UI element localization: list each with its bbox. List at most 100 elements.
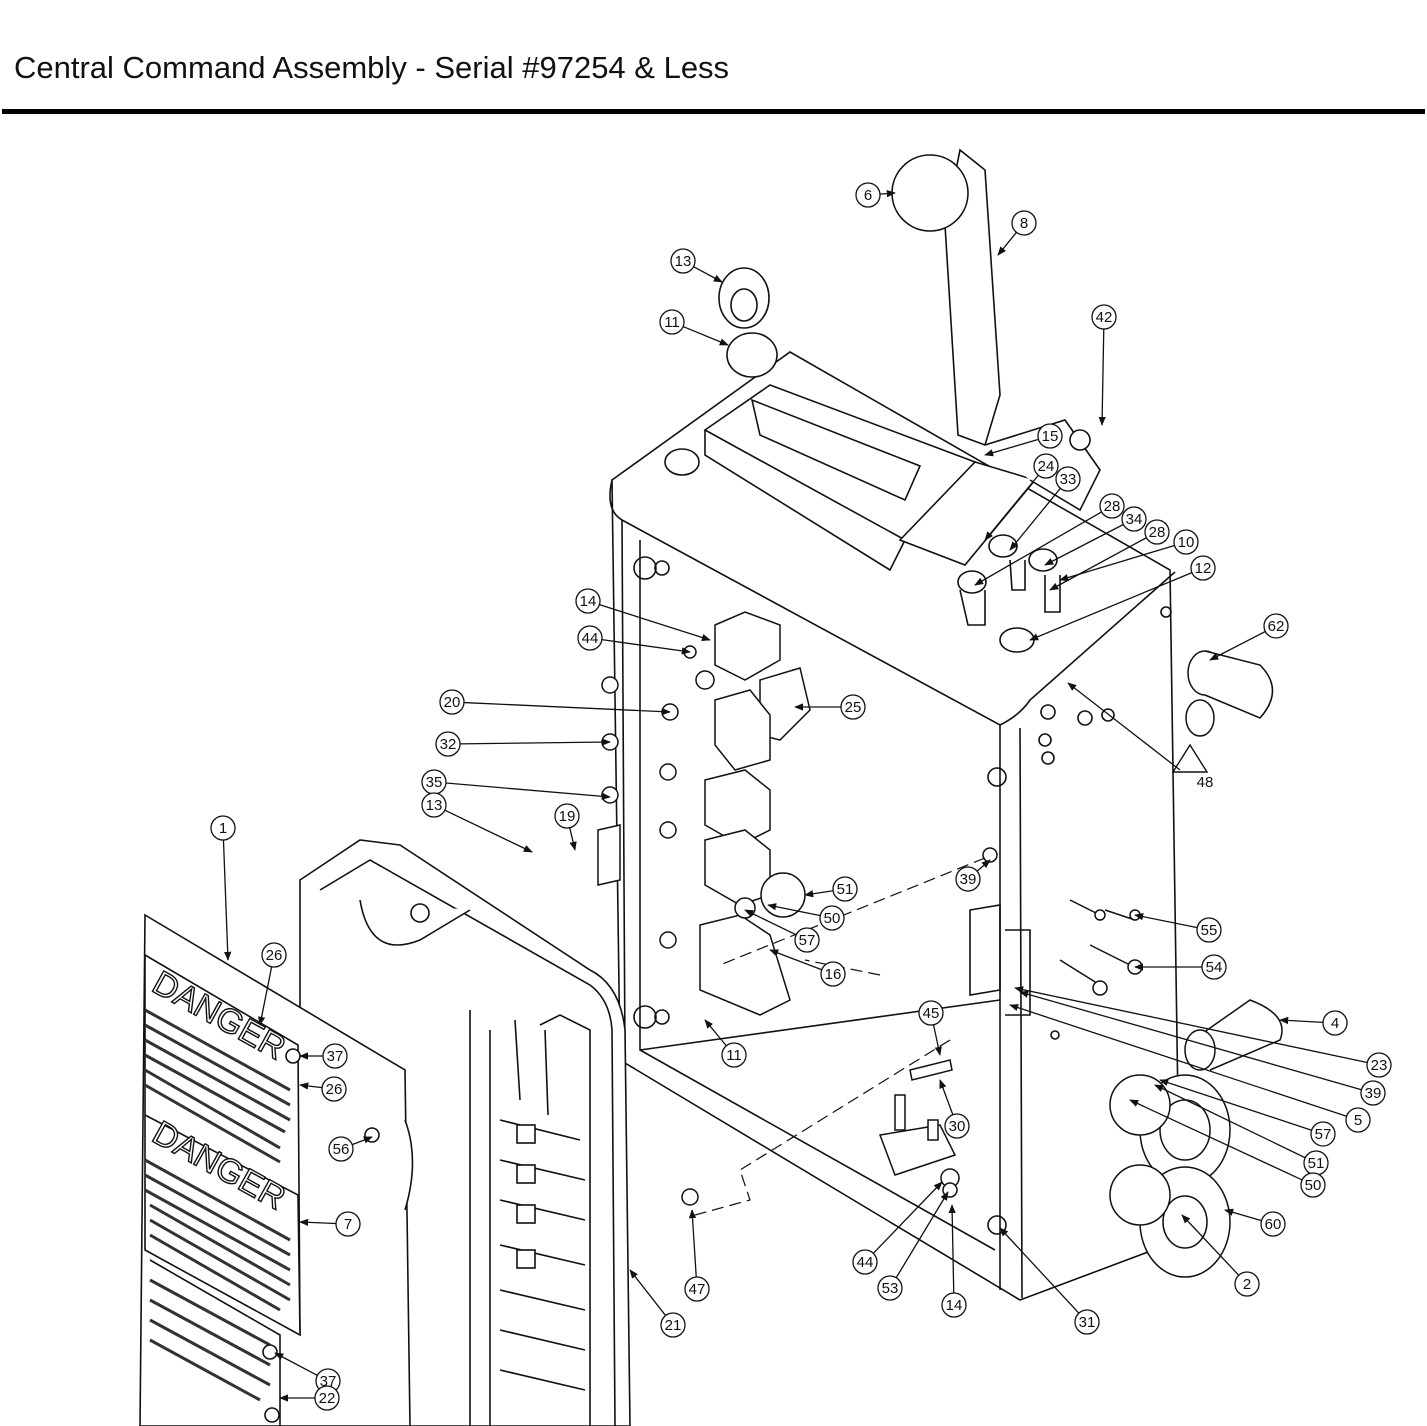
callout-circle [794, 927, 820, 953]
callout-c32: 32 [435, 731, 611, 757]
callout-c55: 55 [1134, 913, 1222, 943]
leader-line [222, 839, 232, 961]
warning-leader-line [1067, 682, 1181, 771]
leader-line [1159, 1079, 1312, 1131]
callout-c13a: 13 [670, 248, 723, 283]
callout-number: 14 [946, 1297, 963, 1314]
callout-c23: 23 [1014, 986, 1392, 1078]
callout-c45: 45 [918, 1000, 944, 1056]
callout-c19: 19 [554, 803, 580, 851]
callout-c22: 22 [279, 1385, 340, 1411]
callout-number: 34 [1126, 511, 1143, 528]
callout-number: 10 [1178, 534, 1195, 551]
callout-number: 12 [1195, 560, 1212, 577]
callout-c34: 34 [1044, 506, 1147, 566]
callout-c31: 31 [999, 1227, 1100, 1335]
callout-number: 26 [266, 947, 283, 964]
callout-circle [1037, 423, 1063, 449]
callout-number: 39 [1365, 1085, 1382, 1102]
callout-number: 31 [1079, 1314, 1096, 1331]
callout-c7: 7 [299, 1211, 361, 1237]
callout-c51b: 51 [1154, 1084, 1329, 1176]
callout-circle [1300, 1172, 1326, 1198]
callout-circle [1234, 1271, 1260, 1297]
callout-circle [1196, 917, 1222, 943]
leader-line [984, 474, 1039, 541]
leader-line [769, 949, 823, 971]
callout-number: 56 [333, 1141, 350, 1158]
callout-c1: 1 [210, 815, 236, 961]
callout-c28b: 28 [1049, 519, 1170, 591]
leader-line [629, 1269, 667, 1316]
callout-circle [832, 876, 858, 902]
callout-number: 44 [582, 630, 599, 647]
callout-circle [554, 803, 580, 829]
callout-number: 62 [1268, 618, 1285, 635]
leader-line [704, 1019, 727, 1047]
lever-handle-drawing [718, 148, 1101, 512]
leader-line [1181, 1214, 1240, 1276]
callout-circle [1366, 1052, 1392, 1078]
callout-number: 54 [1206, 959, 1223, 976]
callout-c33: 33 [1009, 466, 1081, 551]
callout-number: 57 [1315, 1126, 1332, 1143]
callout-number: 50 [1305, 1177, 1322, 1194]
callout-circle [670, 248, 696, 274]
callout-circle [1121, 506, 1147, 532]
callout-circle [918, 1000, 944, 1026]
callout-circle [1263, 613, 1289, 639]
callout-c11a: 11 [659, 309, 729, 346]
decal-panel-drawing: DANGER DANGER [139, 913, 414, 1426]
callout-circle [820, 961, 846, 987]
leader-line [984, 438, 1039, 457]
leader-line [1049, 537, 1147, 591]
callout-c14a: 14 [575, 588, 711, 641]
callout-number: 11 [726, 1047, 742, 1064]
callout-number: 11 [664, 314, 680, 331]
callout-circle [439, 689, 465, 715]
callout-circle [335, 1211, 361, 1237]
leader-line [299, 1082, 323, 1090]
callout-c54: 54 [1134, 954, 1227, 980]
callout-number: 21 [665, 1317, 682, 1334]
callout-circle [314, 1385, 340, 1411]
leader-line [1224, 1208, 1262, 1222]
callout-c20: 20 [439, 689, 671, 716]
callout-number: 14 [580, 593, 597, 610]
callout-c42: 42 [1091, 304, 1117, 426]
callout-number: 35 [426, 774, 443, 791]
callout-c12: 12 [1029, 555, 1216, 641]
callout-circle [877, 1275, 903, 1301]
callout-circle [575, 588, 601, 614]
leader-line [463, 701, 671, 716]
leader-line [999, 1227, 1080, 1314]
callout-circle [261, 942, 287, 968]
callout-c26b: 26 [299, 1076, 347, 1102]
callout-number: 28 [1149, 524, 1166, 541]
callout-c44b: 44 [852, 1181, 943, 1275]
leader-line [351, 1136, 373, 1146]
callout-circle [955, 866, 981, 892]
callout-circle [421, 792, 447, 818]
callout-number: 55 [1201, 922, 1218, 939]
leader-line [1029, 572, 1193, 641]
callout-number: 32 [440, 736, 457, 753]
leader-line [744, 909, 797, 936]
callout-c35: 35 [421, 769, 611, 800]
callout-c50b: 50 [1129, 1099, 1326, 1198]
leader-line [1098, 328, 1106, 426]
callout-c57a: 57 [744, 909, 820, 953]
callout-number: 33 [1060, 471, 1077, 488]
callout-number: 1 [219, 820, 227, 837]
callout-c44a: 44 [577, 625, 691, 655]
callout-c60: 60 [1224, 1208, 1286, 1237]
callout-number: 24 [1038, 458, 1055, 475]
leader-line [444, 809, 533, 853]
callout-number: 44 [857, 1254, 874, 1271]
callout-circle [1144, 519, 1170, 545]
callout-c13b: 13 [421, 792, 533, 853]
callout-circle [944, 1113, 970, 1139]
callout-c28a: 28 [974, 493, 1125, 586]
callout-circle [840, 694, 866, 720]
